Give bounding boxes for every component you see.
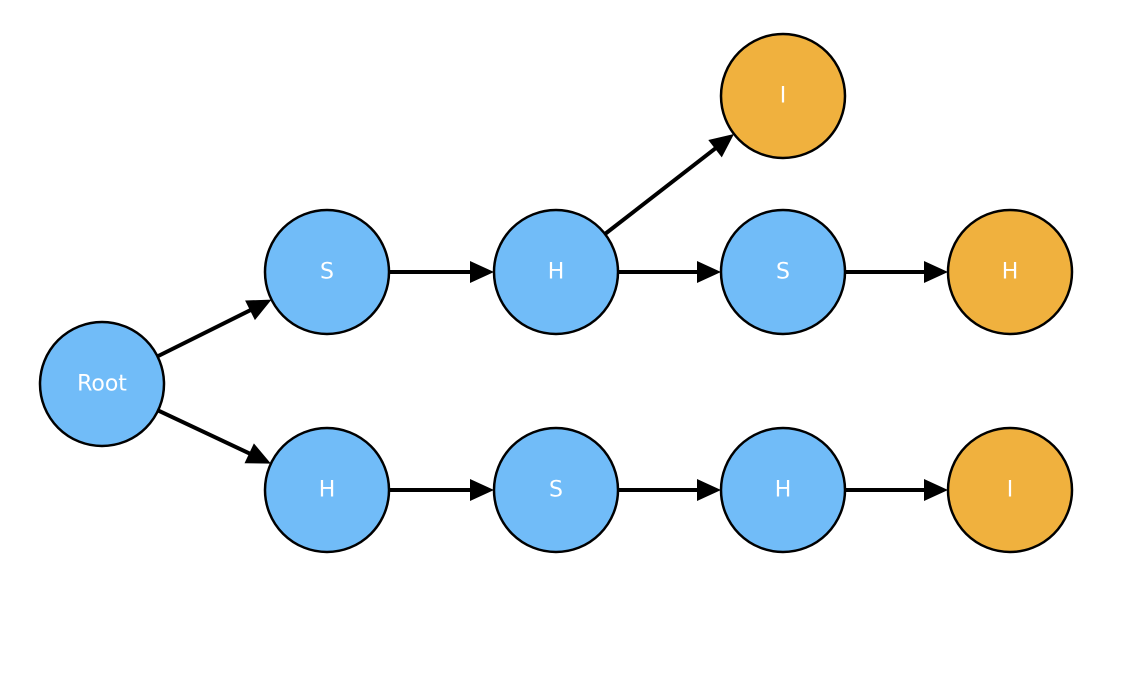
node-i2: I [946,426,1074,554]
node-label: Root [77,372,127,397]
node-label: I [780,84,787,109]
node-s3: S [492,426,620,554]
node-h1: H [492,208,620,336]
node-i1: I [719,32,847,160]
node-h3: H [263,426,391,554]
arrowhead-icon [924,479,948,501]
node-circle [492,426,620,554]
arrowhead-icon [924,261,948,283]
node-s2: S [719,208,847,336]
node-circle [719,426,847,554]
edge-h3-s3 [389,479,494,501]
node-circle [719,32,847,160]
node-label: H [548,260,565,285]
edge-s2-h2 [845,261,948,283]
node-circle [263,208,391,336]
edge-line [603,145,718,236]
node-circle [38,320,166,448]
edges-layer [156,133,948,501]
node-label: S [549,478,563,503]
node-circle [263,426,391,554]
node-label: S [320,260,334,285]
edge-h1-s2 [618,261,721,283]
arrowhead-icon [697,479,721,501]
node-circle [946,426,1074,554]
node-h2: H [946,208,1074,336]
edge-s1-h1 [389,261,494,283]
node-label: H [1002,260,1019,285]
arrowhead-icon [470,479,494,501]
arrowhead-icon [245,299,272,321]
arrowhead-icon [697,261,721,283]
node-circle [719,208,847,336]
edge-root-h3 [157,408,271,464]
node-h4: H [719,426,847,554]
node-label: I [1007,478,1014,503]
edge-h1-i1 [603,133,735,236]
node-root: Root [38,320,166,448]
node-label: S [776,260,790,285]
arrowhead-icon [244,443,271,464]
node-label: H [775,478,792,503]
edge-line [156,307,253,359]
node-label: H [319,478,336,503]
edge-h4-i2 [845,479,948,501]
node-circle [492,208,620,336]
arrowhead-icon [708,133,735,158]
edge-root-s1 [156,299,272,359]
edge-line [157,408,252,457]
arrowhead-icon [470,261,494,283]
node-s1: S [263,208,391,336]
edge-s3-h4 [618,479,721,501]
node-circle [946,208,1074,336]
